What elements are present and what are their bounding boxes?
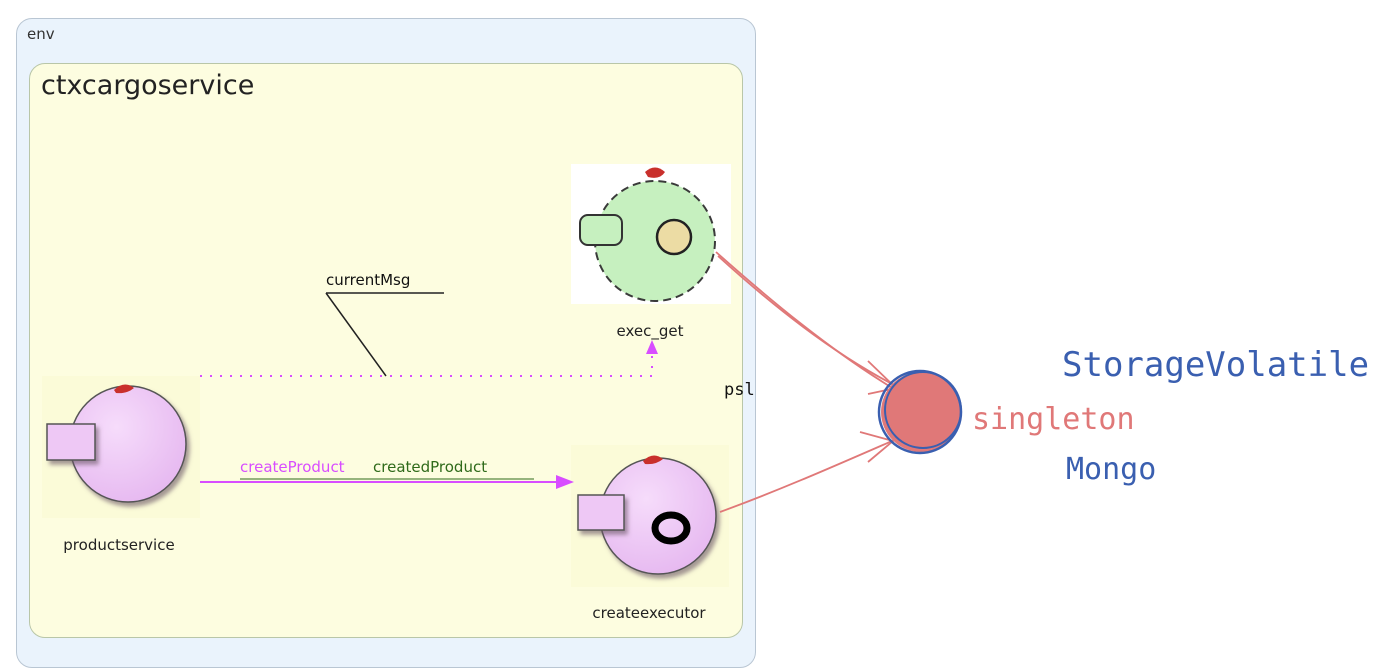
diagram-canvas	[42, 164, 963, 587]
productservice-actor[interactable]	[42, 376, 200, 518]
singleton-storage-node[interactable]	[877, 369, 963, 455]
actor-inbox-icon	[579, 214, 623, 246]
request-message-label: createProduct	[240, 458, 345, 476]
request-message-edge	[200, 475, 574, 489]
createexecutor-actor[interactable]	[571, 445, 729, 587]
actor-marker-icon	[114, 384, 134, 394]
actor-inbox-icon	[46, 423, 96, 461]
dispatch-message-edge	[200, 292, 658, 377]
productservice-label: productservice	[63, 536, 175, 554]
storage-volatile-annotation: StorageVolatile	[1062, 345, 1370, 385]
dispatch-message-label: currentMsg	[326, 271, 411, 289]
actor-marker-icon	[643, 455, 663, 465]
actor-inbox-icon	[577, 494, 625, 531]
context-label: ctxcargoservice	[41, 70, 255, 101]
env-label: env	[27, 25, 55, 43]
mongo-annotation: Mongo	[1066, 452, 1157, 487]
singleton-annotation: singleton	[972, 402, 1135, 437]
createexecutor-label: createexecutor	[592, 604, 706, 622]
psl-annotation: psl	[724, 380, 755, 400]
exec-get-actor[interactable]	[571, 164, 731, 304]
exec-get-label: exec_get	[616, 322, 684, 340]
actor-marker-icon	[645, 167, 665, 178]
reply-message-label: createdProduct	[373, 458, 488, 476]
actor-state-icon	[655, 218, 693, 256]
actor-state-icon	[651, 511, 691, 545]
